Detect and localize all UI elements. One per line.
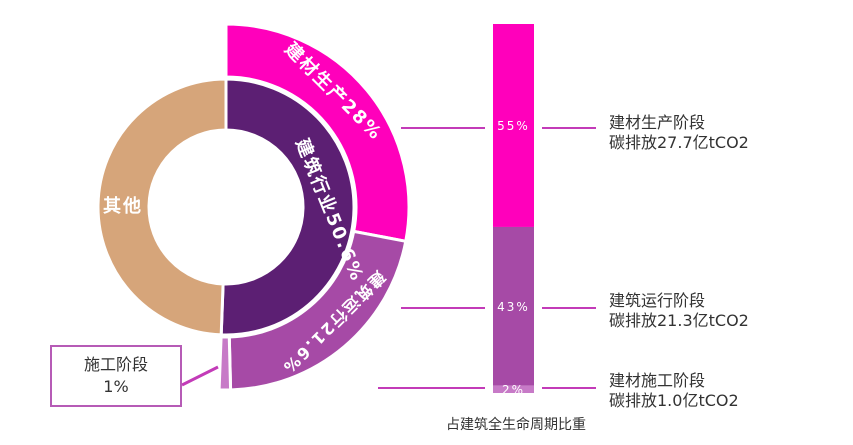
- bar-segment-label-1: 43%: [497, 300, 530, 314]
- outer-slice-2: [217, 335, 233, 392]
- inner-slice-label-1: 其他: [103, 195, 143, 217]
- bar-segment-label-0: 55%: [497, 119, 530, 133]
- annotation-line1: 建材生产阶段: [609, 113, 706, 132]
- annotation-build-material: 建材生产阶段 碳排放27.7亿tCO2: [609, 113, 749, 153]
- callout-title: 施工阶段: [83, 355, 148, 374]
- bar-segment-label-2: 2%: [502, 383, 525, 397]
- annotation-operation: 建筑运行阶段 碳排放21.3亿tCO2: [609, 291, 749, 331]
- annotation-line2: 碳排放21.3亿tCO2: [609, 311, 749, 330]
- bar-segment-0: [493, 24, 534, 227]
- annotation-line1: 建材施工阶段: [609, 371, 706, 390]
- annotation-line2: 碳排放1.0亿tCO2: [609, 391, 739, 410]
- callout-connector-line: [181, 365, 219, 387]
- bar-segment-2: [493, 385, 534, 393]
- inner-slice-1: [96, 77, 228, 337]
- construction-callout-box: 施工阶段 1%: [50, 345, 182, 407]
- callout-value: 1%: [103, 377, 129, 396]
- annotation-line1: 建筑运行阶段: [609, 291, 706, 310]
- bar-segment-1: [493, 226, 534, 386]
- inner-slice-0: [219, 77, 356, 337]
- annotation-construction: 建材施工阶段 碳排放1.0亿tCO2: [609, 371, 739, 411]
- bar-xlabel: 占建筑全生命周期比重: [446, 417, 586, 433]
- annotation-line2: 碳排放27.7亿tCO2: [609, 133, 749, 152]
